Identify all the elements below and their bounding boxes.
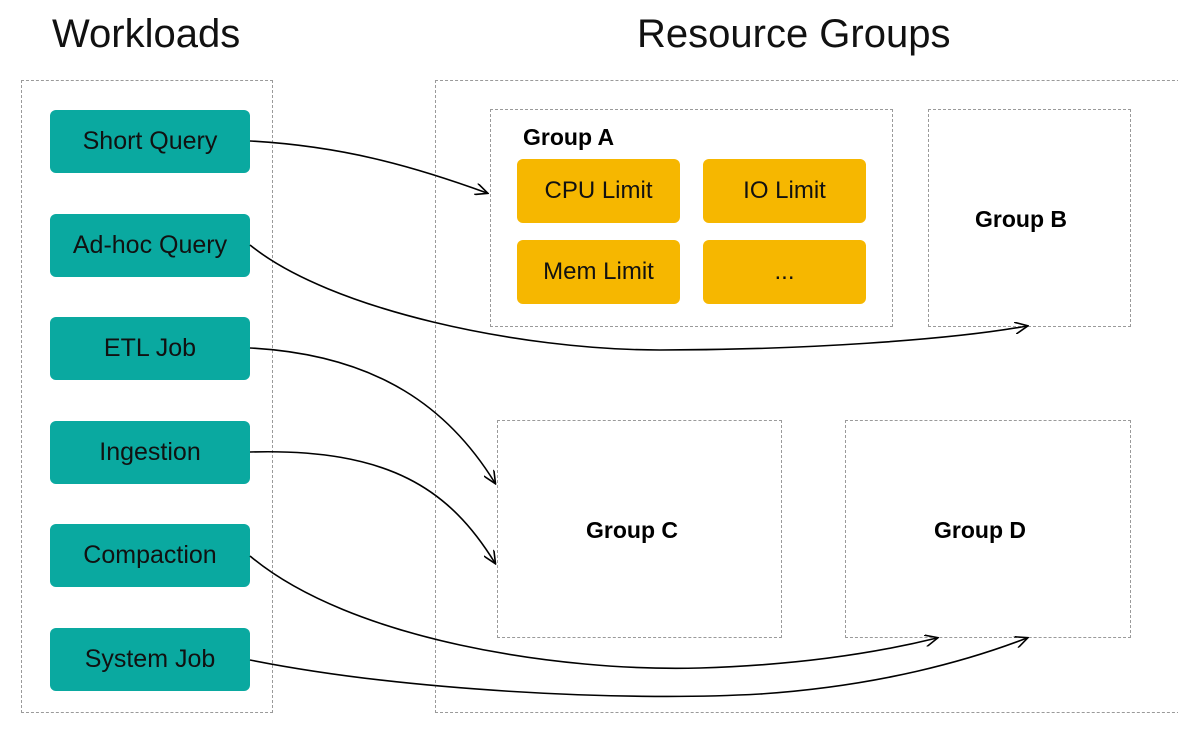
workload-short-query[interactable]: Short Query: [50, 110, 250, 173]
group-b-label: Group B: [975, 206, 1067, 232]
group-d-label: Group D: [934, 517, 1026, 543]
workload-etl-job[interactable]: ETL Job: [50, 317, 250, 380]
group-c-label: Group C: [586, 517, 678, 543]
cpu-limit[interactable]: CPU Limit: [517, 159, 680, 223]
io-limit[interactable]: IO Limit: [703, 159, 866, 223]
workloads-container: [21, 80, 273, 713]
resource-groups-heading: Resource Groups: [637, 12, 951, 56]
more-limits[interactable]: ...: [703, 240, 866, 304]
group-a-label: Group A: [523, 124, 615, 150]
workloads-heading: Workloads: [52, 12, 241, 56]
mem-limit[interactable]: Mem Limit: [517, 240, 680, 304]
workload-ingestion[interactable]: Ingestion: [50, 421, 250, 484]
workload-compaction[interactable]: Compaction: [50, 524, 250, 587]
workload-ad-hoc-query[interactable]: Ad-hoc Query: [50, 214, 250, 277]
workload-system-job[interactable]: System Job: [50, 628, 250, 691]
